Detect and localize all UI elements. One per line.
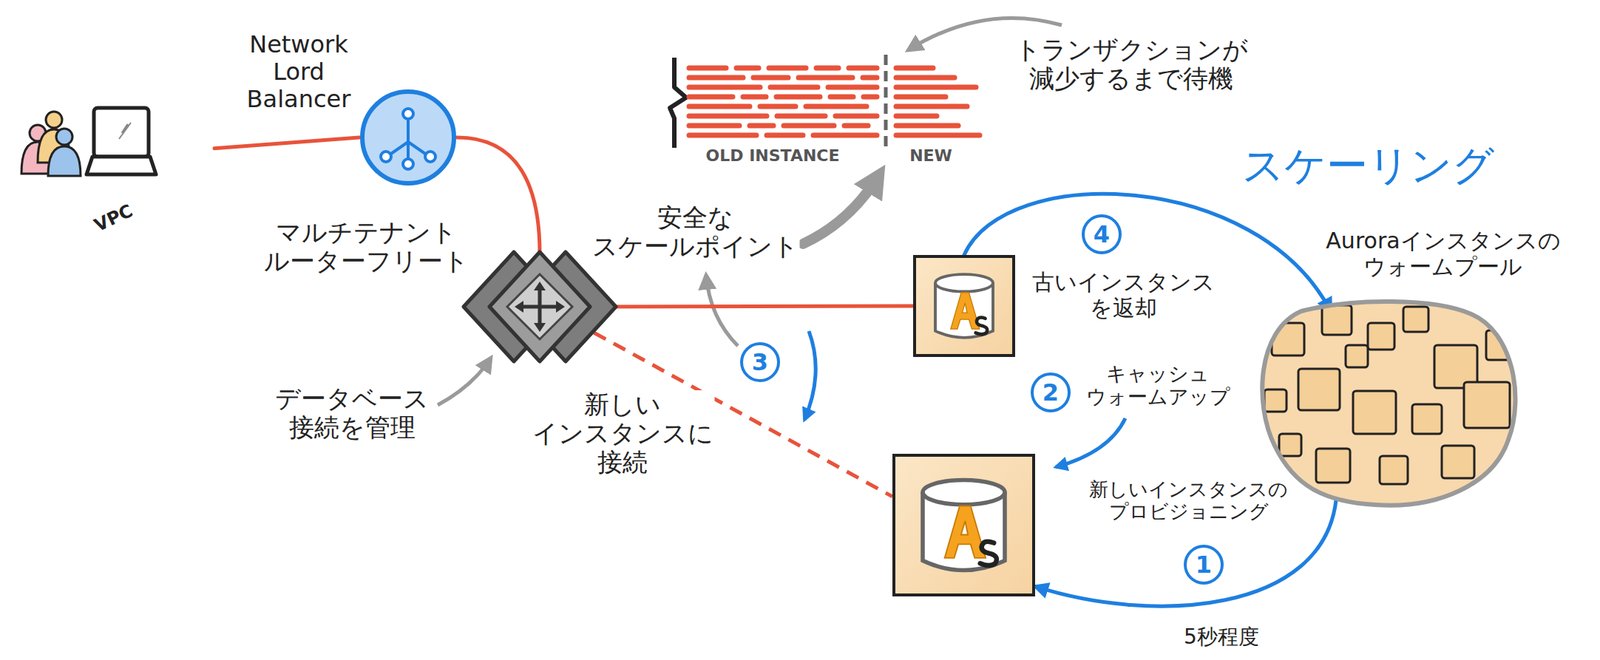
node-shape [1249,300,1521,511]
note: トランザクションが 減少するまで待機 [1013,35,1250,94]
new-row [896,85,976,91]
new-row [896,104,968,110]
old-row [689,113,877,120]
timeline-label: OLD INSTANCE [704,146,842,165]
connector [601,306,914,307]
new-row [896,75,955,81]
warm-pool-blob [1262,301,1515,506]
new-row [896,123,959,129]
old-row [689,75,877,81]
connector [214,137,360,149]
old-row [689,85,877,91]
node-shape [18,103,215,222]
callout-number: 1 [1183,544,1224,585]
node-heading: Network Lord Balancer [246,31,352,113]
note: 安全な スケールポイント [590,203,800,261]
node-shape [359,88,457,187]
aurora-instance-icon [922,479,1005,571]
vpc-label: VPC [91,201,137,237]
old-row [689,94,877,100]
node-shape [895,456,1033,594]
step-arrow [804,331,816,420]
warm-pool: Auroraインスタンスの ウォームプール [1249,300,1521,511]
step-arrow [706,275,738,347]
connector [456,137,540,254]
laptop-icon [86,107,157,175]
old-row [689,65,877,71]
note: キャッシュ ウォームアップ [1084,362,1232,409]
node-heading: マルチテナント ルーターフリート [263,218,469,276]
scale-divider [884,54,888,152]
node-shape [916,258,1013,355]
load-balancer-icon [362,91,454,184]
old-row [689,104,877,110]
node-shape [462,247,618,366]
new-row [896,133,980,139]
user-vpc: VPC [18,103,215,222]
note: 5秒程度 [1182,625,1261,650]
section-title: スケーリング [1240,141,1496,190]
node-heading: 古いインスタンス を返却 [1032,269,1215,321]
users-icon [21,111,81,176]
aurora-instance-icon [935,274,993,338]
router-diamond: マルチテナント ルーターフリート [462,247,618,366]
instance-timeline [669,54,980,152]
new-instance-box: 新しいインスタンスの プロビジョニング [892,453,1036,597]
leader-arrow [437,357,491,406]
new-row [896,65,934,71]
step-arrow [1055,418,1126,468]
node-heading: Auroraインスタンスの ウォームプール [1325,228,1561,280]
callout-number: 4 [1081,214,1122,255]
new-row [896,94,946,100]
note: 新しい インスタンスに 接続 [530,390,715,477]
note: データベース 接続を管理 [273,384,431,443]
node-heading: 新しいインスタンスの プロビジョニング [1089,479,1288,524]
warm-pool-outline [1262,301,1515,506]
old-row [689,123,877,129]
load-balancer-circle: Network Lord Balancer [359,88,457,187]
old-instance-box: 古いインスタンス を返却 [913,255,1016,358]
pool-instances [1264,305,1516,485]
break-mark [669,57,687,148]
old-row [689,133,877,139]
router-fleet-icon [463,252,616,362]
callout-number: 3 [740,342,781,383]
scale-point-arrow [802,175,879,244]
timeline-label: NEW [907,146,954,165]
new-row [896,113,937,120]
callout-number: 2 [1030,372,1071,413]
